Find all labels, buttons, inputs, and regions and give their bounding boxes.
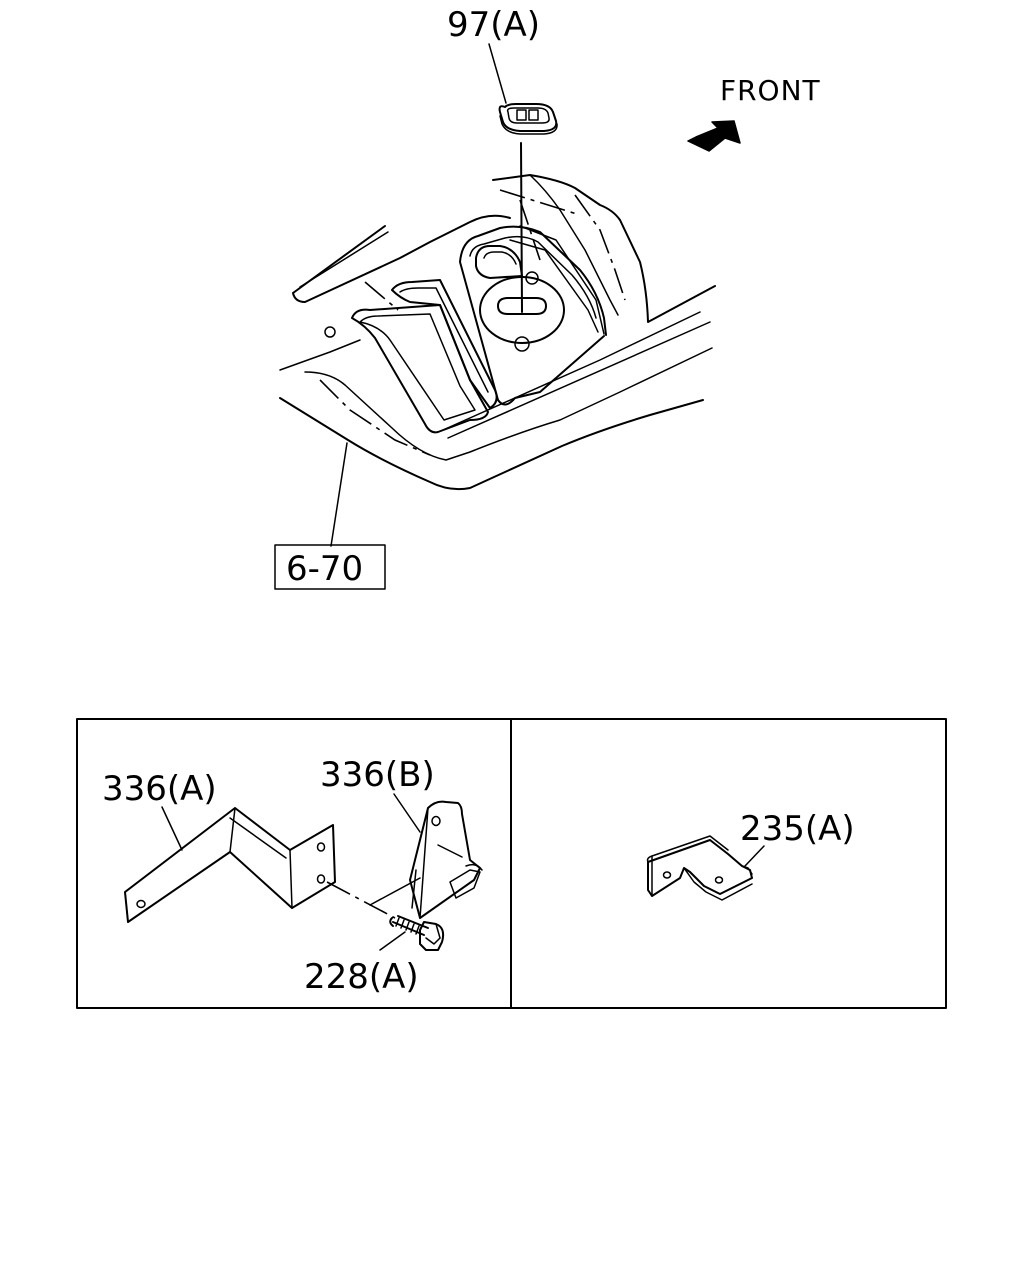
arrow-icon xyxy=(687,120,741,152)
leader-bolt xyxy=(379,931,406,951)
floor-ref-box xyxy=(274,544,386,590)
inset-panels: 336(A) 336(B) 228(A) xyxy=(76,718,947,1009)
label-floor-ref: 6-70 xyxy=(286,549,363,589)
floor-panel-drawing xyxy=(279,174,716,491)
bracket-small-part xyxy=(646,835,753,901)
label-front: FRONT xyxy=(720,74,821,107)
grommet-part xyxy=(498,103,558,135)
label-bracket-b: 336(B) xyxy=(320,755,435,795)
floor-panel-assembly: 97(A) FRONT xyxy=(274,5,821,590)
label-bracket-a: 336(A) xyxy=(102,769,217,809)
leader-floor-ref xyxy=(330,442,348,547)
leader-grommet xyxy=(488,43,507,104)
leader-bracket-a xyxy=(161,806,183,851)
bracket-a-part xyxy=(124,807,336,923)
label-bracket-small: 235(A) xyxy=(740,809,855,849)
label-grommet: 97(A) xyxy=(447,5,540,45)
bolt-part xyxy=(389,915,445,951)
left-inset: 336(A) 336(B) 228(A) xyxy=(102,755,483,997)
label-bolt: 228(A) xyxy=(304,957,419,997)
right-inset: 235(A) xyxy=(646,809,855,901)
leader-bracket-small xyxy=(744,845,765,867)
bracket-b-part xyxy=(409,800,483,919)
leader-bracket-b xyxy=(393,793,421,833)
